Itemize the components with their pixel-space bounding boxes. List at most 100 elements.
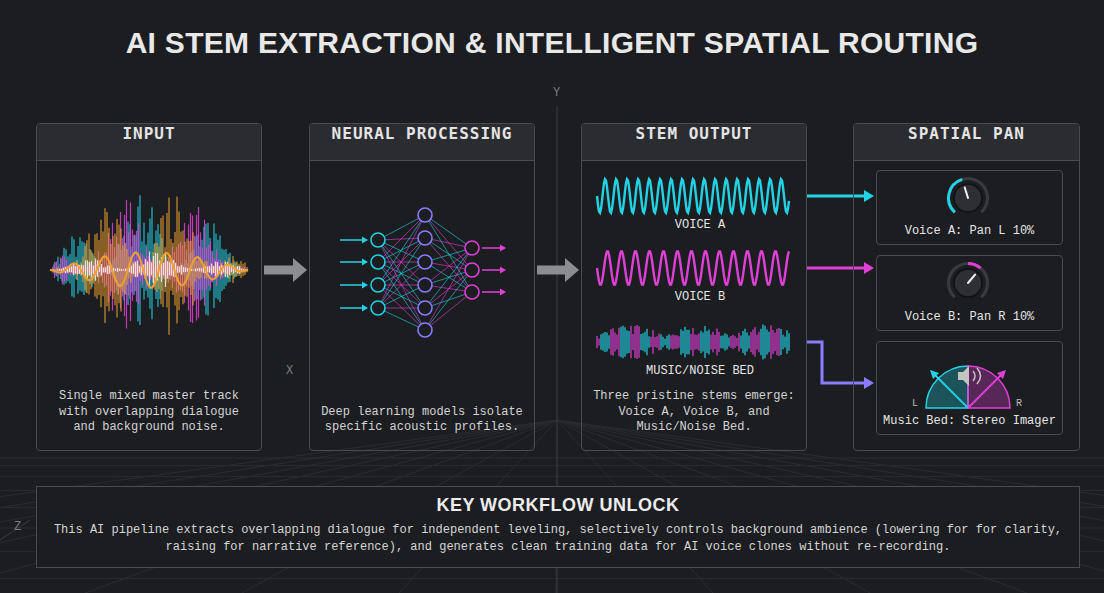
network-io-head (362, 259, 368, 266)
music-bed-spike (766, 329, 767, 354)
stage-panel: NEURAL PROCESSINGDeep learning models is… (309, 123, 535, 451)
music-bed-spike (644, 332, 645, 352)
music-bed-spike (710, 334, 711, 349)
axis-label: X (286, 364, 293, 378)
stage-panel: STEM OUTPUTThree pristine stems emerge: … (581, 123, 807, 451)
music-bed-spike (684, 327, 685, 358)
music-bed-spike (676, 335, 677, 348)
imager-arrow-head (997, 370, 1006, 379)
music-bed-spike (788, 333, 789, 351)
pan-knob (947, 177, 989, 213)
network-link (378, 215, 425, 285)
music-bed-spike (672, 334, 673, 349)
music-bed-spike (646, 329, 647, 355)
music-bed-spike (746, 333, 747, 352)
grid-line (0, 465, 1104, 466)
control-label: Voice A: Pan L 10% (883, 224, 1056, 238)
network-io-arrow (482, 291, 501, 293)
music-bed-spike (666, 336, 667, 349)
music-bed-spike (662, 337, 663, 348)
music-bed-spike (782, 335, 783, 350)
network-neuron (465, 285, 479, 299)
stereo-imager (926, 366, 1010, 408)
music-bed-spike (634, 326, 635, 358)
music-bed-spike (736, 338, 737, 346)
network-neuron (418, 301, 432, 315)
network-io-head (500, 289, 506, 296)
network-neuron (371, 255, 385, 269)
axis-label: Z (14, 520, 21, 534)
flow-connector (537, 266, 565, 275)
workflow-note-box: KEY WORKFLOW UNLOCKThis AI pipeline extr… (36, 486, 1080, 568)
music-bed-spike (624, 327, 625, 356)
voice-b-waveform (597, 251, 789, 284)
music-bed-spike (638, 326, 639, 357)
network-neuron (418, 323, 432, 337)
music-bed-spike (668, 334, 669, 350)
music-bed-spike (686, 330, 687, 354)
stem-track: VOICE B (595, 248, 805, 304)
grid-line (0, 458, 1104, 459)
music-bed-spike (664, 339, 665, 346)
knob-track (947, 262, 989, 298)
network-io-arrow (340, 284, 363, 286)
channel-label: L (912, 398, 918, 409)
music-bed-spike (616, 334, 617, 349)
music-bed-spike (612, 328, 613, 355)
music-bed-spike (700, 331, 701, 354)
music-bed-spike (606, 332, 607, 351)
stem-label: MUSIC/NOISE BED (595, 364, 805, 378)
music-bed-spike (714, 335, 715, 349)
network-link (378, 285, 425, 308)
network-neuron (371, 233, 385, 247)
music-bed-spike (652, 330, 653, 354)
music-bed-spike (604, 332, 605, 352)
knob-track (947, 177, 989, 213)
music-bed-spike (600, 334, 601, 350)
music-bed-spike (752, 330, 753, 355)
music-bed-spike (724, 333, 725, 351)
music-bed-spike (620, 327, 621, 358)
grid-line (0, 476, 1104, 477)
music-bed-spike (760, 329, 761, 356)
music-bed-spike (674, 335, 675, 349)
channel-label: R (1016, 398, 1022, 409)
waveform-spikes (51, 200, 249, 328)
music-bed-spike (730, 336, 731, 348)
music-bed-spike (650, 337, 651, 348)
music-bed-spike (678, 336, 679, 348)
network-io-arrow (340, 261, 363, 263)
imager-arrow (968, 374, 1002, 408)
music-bed-spike (660, 334, 661, 349)
music-bed-spike (630, 326, 631, 359)
network-io-head (500, 245, 506, 252)
music-bed-spike (636, 325, 637, 359)
stem-track: MUSIC/NOISE BED (595, 322, 805, 378)
speaker-waves (973, 368, 981, 384)
music-bed-spike (658, 333, 659, 350)
imager-left-sector (926, 366, 968, 408)
note-heading: KEY WORKFLOW UNLOCK (53, 495, 1063, 516)
music-bed-spike (642, 333, 643, 351)
network-neuron (465, 263, 479, 277)
music-bed-spike (602, 333, 603, 351)
network-link (425, 215, 472, 292)
control-label: Voice B: Pan R 10% (883, 310, 1056, 324)
panel-header: STEM OUTPUT (582, 124, 806, 161)
panel-description: Deep learning models isolate specific ac… (310, 397, 534, 450)
music-bed-spike (656, 336, 657, 347)
imager-arrow-head (930, 370, 939, 379)
grid-line (0, 578, 1104, 579)
panel-description: Single mixed master track with overlappi… (37, 381, 261, 450)
music-bed-spike (780, 329, 781, 355)
pan-control-box: Voice B: Pan R 10% (876, 255, 1063, 331)
network-neuron (371, 301, 385, 315)
waveform-line (50, 253, 248, 288)
stem-track: VOICE A (595, 176, 805, 232)
music-bed-spike (748, 336, 749, 349)
network-link (425, 270, 472, 330)
music-bed-spike (696, 335, 697, 350)
music-bed-spike (626, 330, 627, 353)
music-bed-spike (692, 328, 693, 356)
